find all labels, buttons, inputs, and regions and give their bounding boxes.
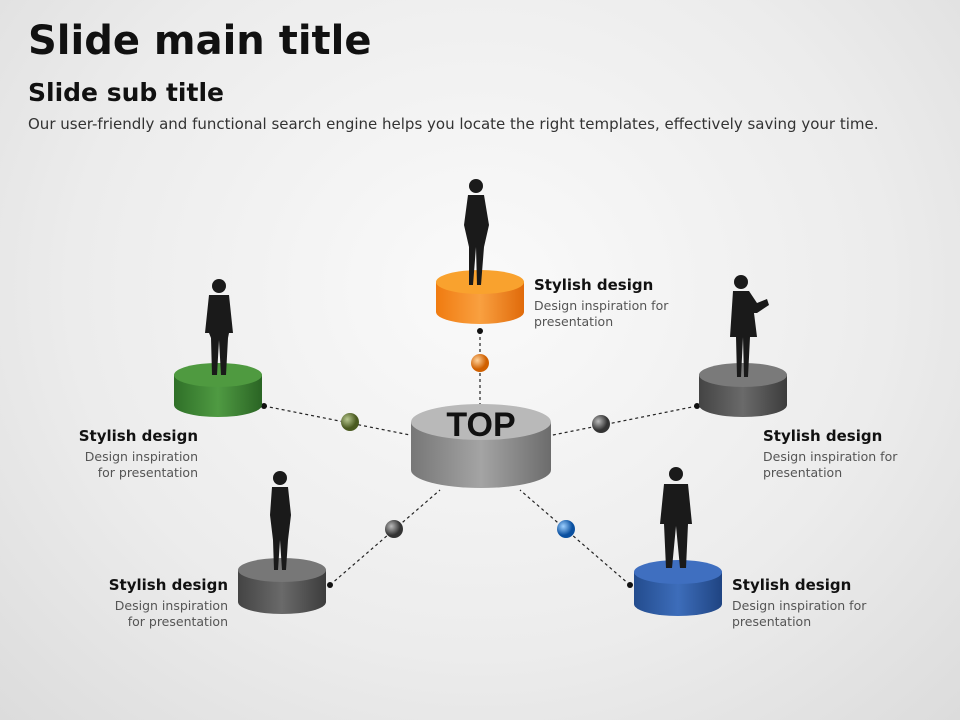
connector-line (329, 489, 441, 586)
person-woman-icon (730, 275, 769, 377)
slide-title: Slide main title (28, 18, 372, 64)
person-woman-icon (270, 471, 291, 570)
sphere-green (341, 413, 359, 431)
sphere-gray (592, 415, 610, 433)
center-cylinder (411, 404, 551, 488)
sphere-dark (385, 520, 403, 538)
sphere-blue (557, 520, 575, 538)
connector-line (263, 405, 416, 437)
center-label: TOP (446, 406, 515, 444)
cylinder-blue (634, 560, 722, 616)
sphere-orange (471, 354, 489, 372)
person-man-icon (660, 467, 692, 568)
connector-line (519, 489, 631, 586)
slide-subtitle: Slide sub title (28, 78, 224, 107)
cylinder-green (174, 363, 262, 417)
person-man-icon (205, 279, 233, 375)
cylinder-gray-right (699, 363, 787, 417)
slide-description: Our user-friendly and functional search … (28, 115, 879, 133)
connector-line (547, 405, 698, 437)
person-woman-icon (464, 179, 489, 285)
